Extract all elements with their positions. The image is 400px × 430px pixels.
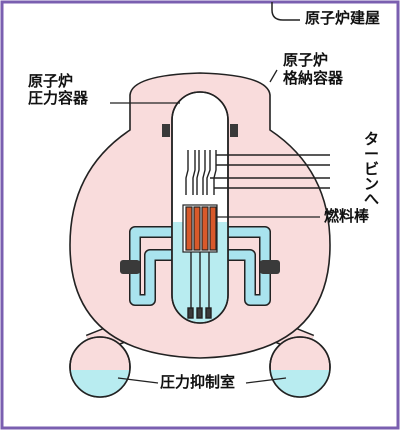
label-pressure-vessel-line1: 原子炉 xyxy=(28,72,74,90)
pump-left xyxy=(120,260,140,274)
control-rods xyxy=(187,252,212,319)
label-reactor-building: 原子炉建屋 xyxy=(305,9,381,27)
pump-right xyxy=(260,260,280,274)
label-containment-line2: 格納容器 xyxy=(283,69,344,87)
label-fuel-rods: 燃料棒 xyxy=(324,207,370,225)
steam-lines xyxy=(185,150,330,195)
building-boundary-line xyxy=(271,2,300,21)
flange-right xyxy=(230,124,238,137)
flange-left xyxy=(162,124,170,137)
recirculation-pipes xyxy=(129,226,271,306)
label-pressure-vessel-line2: 圧力容器 xyxy=(28,89,89,107)
label-turbine-char-2: ー xyxy=(364,145,380,163)
label-turbine-char-3: ビ xyxy=(364,160,380,178)
fuel-rods xyxy=(182,204,218,253)
suppression-chamber-left xyxy=(69,336,131,398)
label-turbine-char-4: ン xyxy=(364,175,380,193)
leader-lines xyxy=(110,69,320,384)
suppression-chamber-right xyxy=(269,336,331,398)
label-turbine-char-1: タ xyxy=(364,130,380,148)
label-suppression-chamber: 圧力抑制室 xyxy=(160,373,236,391)
label-turbine-char-5: へ xyxy=(364,190,380,208)
label-containment-line1: 原子炉 xyxy=(283,51,329,69)
